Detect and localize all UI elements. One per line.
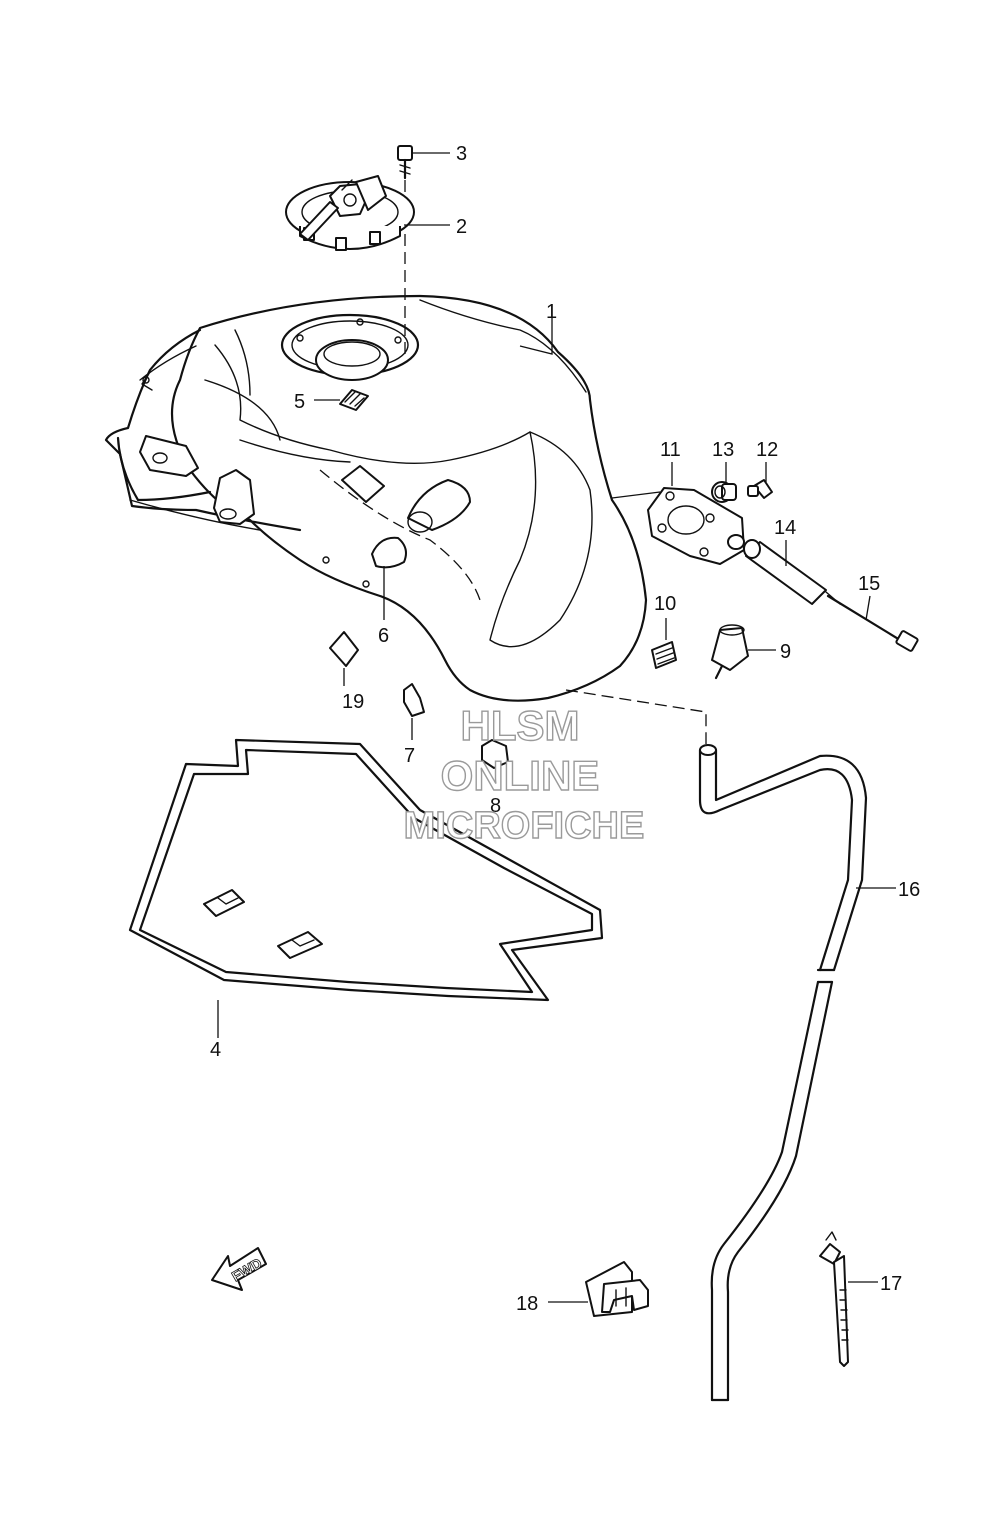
part-18-clamp[interactable] [585, 1261, 649, 1317]
callout-5: 5 [294, 391, 305, 413]
assembly-line-16 [565, 689, 707, 744]
part-9-valve[interactable] [711, 624, 749, 680]
part-7-clip[interactable] [403, 683, 425, 717]
part-15-long-bolt[interactable] [825, 591, 919, 652]
callout-4: 4 [210, 1039, 221, 1061]
part-4-cushion[interactable] [128, 738, 604, 1002]
part-5-pad[interactable] [339, 389, 369, 411]
leader-lines [217, 152, 896, 1303]
part-12-bolt[interactable] [747, 479, 773, 499]
callout-13: 13 [712, 439, 734, 461]
watermark-line-1: HLSM [461, 702, 580, 749]
watermark-line-3: MICROFICHE [404, 805, 645, 847]
part-8-clip[interactable] [481, 739, 509, 769]
part-17-cable-tie[interactable] [819, 1231, 849, 1367]
callout-8: 8 [490, 795, 501, 817]
callout-3: 3 [456, 143, 467, 165]
callout-2: 2 [456, 216, 467, 238]
callout-16: 16 [898, 879, 920, 901]
callout-labels: 3 2 1 5 6 19 7 8 9 10 11 12 13 14 15 16 … [210, 143, 920, 1315]
callout-19: 19 [342, 691, 364, 713]
part-11-bracket[interactable] [647, 487, 745, 565]
callout-14: 14 [774, 517, 796, 539]
part-16-hose[interactable] [698, 744, 868, 1402]
callout-12: 12 [756, 439, 778, 461]
part-13-grommet[interactable] [711, 481, 737, 503]
callout-10: 10 [654, 593, 676, 615]
callout-6: 6 [378, 625, 389, 647]
callout-15: 15 [858, 573, 880, 595]
tank-rear-bracket [104, 328, 370, 588]
callout-18: 18 [516, 1293, 538, 1315]
callout-7: 7 [404, 745, 415, 767]
callout-1: 1 [546, 301, 557, 323]
part-14-tube[interactable] [743, 539, 827, 605]
watermark-line-2: ONLINE [441, 752, 600, 799]
callout-9: 9 [780, 641, 791, 663]
part-2-fuel-cap[interactable] [285, 175, 415, 251]
part-3-screw[interactable] [397, 145, 413, 180]
part-19-pad[interactable] [329, 631, 359, 667]
callout-17: 17 [880, 1273, 902, 1295]
watermark: HLSM ONLINE MICROFICHE [403, 701, 645, 847]
callout-11: 11 [660, 439, 681, 461]
tank-to-bracket-line [611, 491, 661, 499]
fwd-arrow: FWD [211, 1247, 267, 1291]
part-10-filter[interactable] [651, 641, 677, 669]
